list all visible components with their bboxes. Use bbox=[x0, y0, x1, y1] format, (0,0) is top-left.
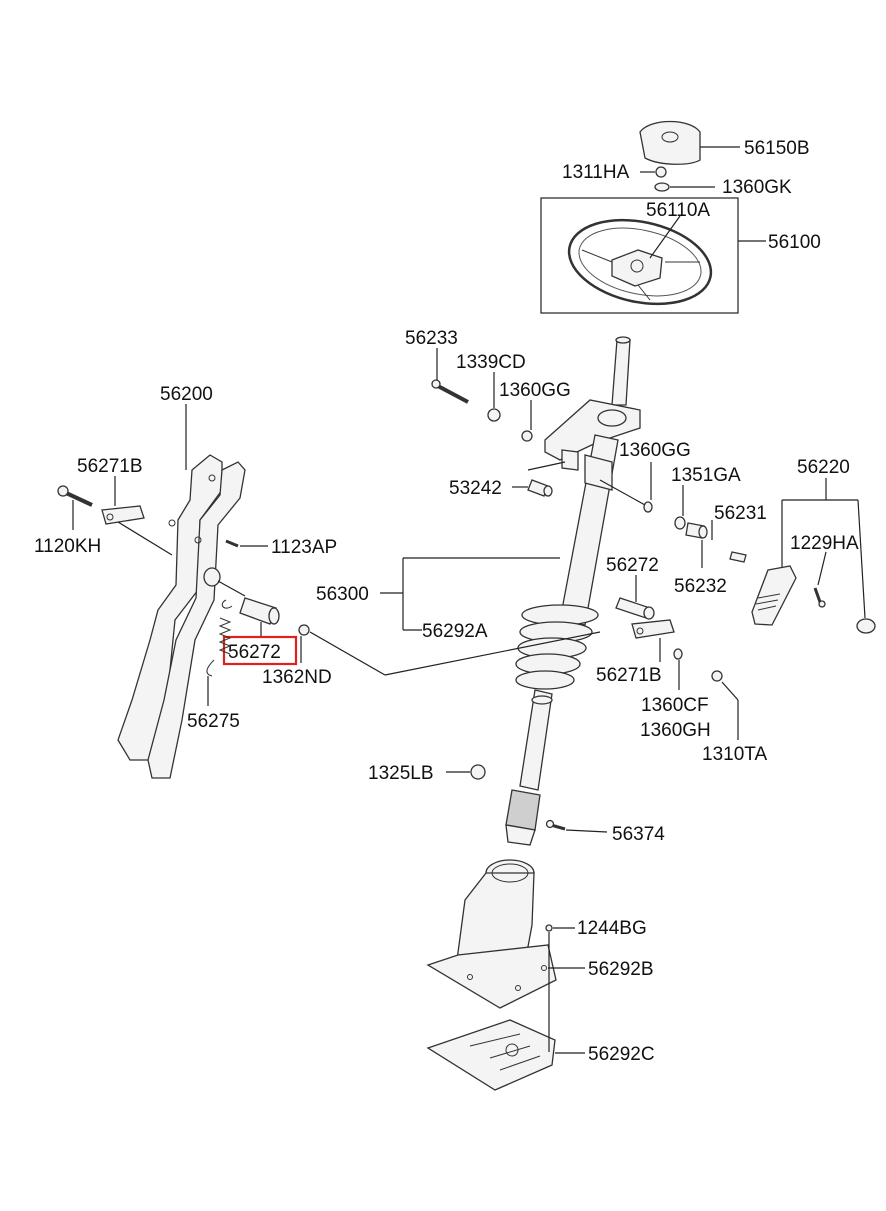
leader-53242-b bbox=[527, 461, 566, 471]
nut-1351GA[interactable] bbox=[674, 516, 686, 530]
leader-1362ND-axis bbox=[309, 631, 386, 676]
label-1360GK[interactable]: 1360GK bbox=[722, 177, 792, 198]
label-1360GH[interactable]: 1360GH bbox=[640, 720, 711, 741]
label-56271B-a[interactable]: 56271B bbox=[77, 456, 143, 477]
label-56292C[interactable]: 56292C bbox=[588, 1044, 655, 1065]
nut-1310TA[interactable] bbox=[711, 670, 723, 682]
label-1325LB[interactable]: 1325LB bbox=[368, 763, 434, 784]
label-56292A[interactable]: 56292A bbox=[422, 621, 488, 642]
label-56374[interactable]: 56374 bbox=[612, 824, 665, 845]
steering-column-part[interactable] bbox=[505, 336, 641, 846]
label-56272-highlighted[interactable]: 56272 bbox=[228, 642, 281, 663]
label-56232[interactable]: 56232 bbox=[674, 576, 727, 597]
spring-56275[interactable] bbox=[206, 599, 233, 677]
label-56271B-b[interactable]: 56271B bbox=[596, 665, 662, 686]
bolt-1229HA[interactable] bbox=[813, 587, 826, 608]
washer-1360GG-b[interactable] bbox=[643, 501, 653, 513]
nut-1325LB[interactable] bbox=[470, 764, 486, 780]
steering-wheel-box bbox=[540, 197, 739, 314]
bracket-56271B-left[interactable] bbox=[101, 505, 145, 525]
label-56300[interactable]: 56300 bbox=[316, 584, 369, 605]
washer-1360CF[interactable] bbox=[673, 648, 683, 660]
label-56233[interactable]: 56233 bbox=[405, 328, 458, 349]
column-bellows bbox=[515, 604, 599, 690]
label-56110A[interactable]: 56110A bbox=[646, 200, 710, 221]
leader-1362ND-axis-2 bbox=[384, 631, 601, 676]
bushing-56272-left[interactable] bbox=[239, 597, 280, 625]
leader-1360GG-b-2 bbox=[599, 479, 646, 506]
lever-cap[interactable] bbox=[856, 618, 876, 634]
label-56272-b[interactable]: 56272 bbox=[606, 555, 659, 576]
label-1360GG-b[interactable]: 1360GG bbox=[619, 440, 691, 461]
bracket-56271B-right[interactable] bbox=[631, 619, 675, 639]
label-1310TA[interactable]: 1310TA bbox=[702, 744, 767, 765]
label-56200[interactable]: 56200 bbox=[160, 384, 213, 405]
bolt-1120KH[interactable] bbox=[57, 485, 93, 507]
label-1244BG[interactable]: 1244BG bbox=[577, 918, 647, 939]
label-53242[interactable]: 53242 bbox=[449, 478, 502, 499]
leader-56110A bbox=[649, 215, 681, 259]
bolt-56374[interactable] bbox=[545, 819, 566, 831]
leader-1229HA bbox=[817, 551, 827, 586]
label-56220[interactable]: 56220 bbox=[797, 457, 850, 478]
leader-56220-right bbox=[857, 499, 866, 619]
nut-1339CD[interactable] bbox=[487, 408, 501, 422]
leader-1310TA bbox=[721, 681, 739, 701]
screw-1123AP[interactable] bbox=[225, 539, 239, 548]
label-56275[interactable]: 56275 bbox=[187, 711, 240, 732]
bushing-56272-right[interactable] bbox=[615, 597, 655, 620]
label-1120KH[interactable]: 1120KH bbox=[34, 536, 101, 557]
steering-wheel-part[interactable] bbox=[561, 208, 718, 316]
leader-56272-axis bbox=[217, 580, 246, 597]
washer-1360GK[interactable] bbox=[654, 182, 670, 192]
washer-1362ND[interactable] bbox=[298, 624, 310, 636]
label-1123AP[interactable]: 1123AP bbox=[271, 537, 337, 558]
horn-cover-part[interactable] bbox=[639, 120, 701, 165]
floor-plate-56292C[interactable] bbox=[426, 1019, 556, 1091]
tilt-lever-part[interactable] bbox=[751, 565, 797, 626]
label-56150B[interactable]: 56150B bbox=[744, 138, 810, 159]
label-1229HA[interactable]: 1229HA bbox=[790, 533, 859, 554]
pin-53242[interactable] bbox=[527, 479, 553, 497]
bushing-56231[interactable] bbox=[685, 522, 708, 539]
nut-1311HA[interactable] bbox=[655, 166, 667, 178]
label-56100[interactable]: 56100 bbox=[768, 232, 821, 253]
support-bracket-part[interactable] bbox=[117, 454, 246, 779]
label-1362ND[interactable]: 1362ND bbox=[262, 667, 332, 688]
boot-plate-56292B[interactable] bbox=[426, 944, 557, 1009]
highlight-box bbox=[222, 635, 298, 666]
label-56231[interactable]: 56231 bbox=[714, 503, 767, 524]
label-1351GA[interactable]: 1351GA bbox=[671, 465, 741, 486]
label-1360GG-a[interactable]: 1360GG bbox=[499, 380, 571, 401]
bolt-56232[interactable] bbox=[729, 551, 747, 563]
bolt-56233[interactable] bbox=[431, 379, 469, 404]
leader-56374 bbox=[565, 829, 608, 833]
washer-1360GG-a[interactable] bbox=[521, 430, 533, 442]
label-1339CD[interactable]: 1339CD bbox=[456, 352, 526, 373]
label-1360CF[interactable]: 1360CF bbox=[641, 695, 709, 716]
label-56292B[interactable]: 56292B bbox=[588, 959, 654, 980]
screw-1244BG[interactable] bbox=[545, 924, 553, 932]
label-1311HA[interactable]: 1311HA bbox=[562, 162, 630, 183]
leader-56271B-a-2 bbox=[117, 521, 173, 556]
